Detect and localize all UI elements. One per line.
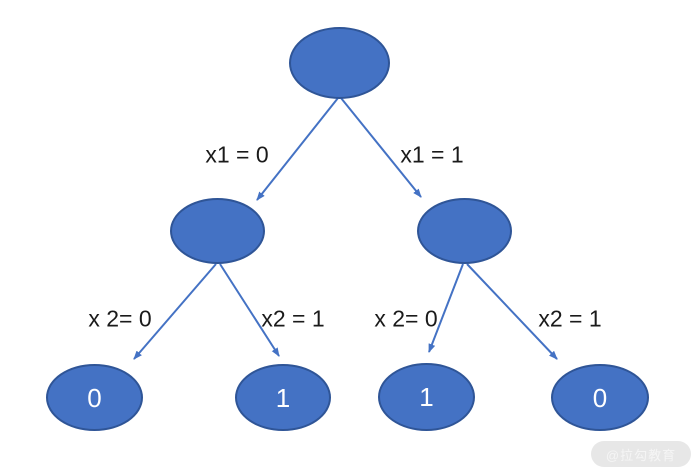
edge-arrow-root-to-mid-left — [256, 97, 339, 201]
edge-label-x2-0-right: x 2= 0 — [374, 305, 438, 332]
leaf-node-3: 1 — [378, 363, 475, 431]
root-node — [289, 27, 390, 99]
edge-label-x1-1: x1 = 1 — [400, 141, 464, 168]
edge-label-x2-1-left: x2 = 1 — [261, 305, 325, 332]
watermark-badge: @拉勾教育 — [591, 441, 691, 467]
leaf-node-1: 0 — [46, 364, 143, 431]
internal-node-right — [417, 198, 512, 264]
edge-label-x2-0-left: x 2= 0 — [88, 305, 152, 332]
edge-label-x1-0: x1 = 0 — [205, 141, 269, 168]
internal-node-left — [170, 198, 265, 264]
leaf-node-4: 0 — [551, 364, 649, 431]
leaf-node-2: 1 — [235, 364, 331, 431]
edge-label-x2-1-right: x2 = 1 — [538, 305, 602, 332]
